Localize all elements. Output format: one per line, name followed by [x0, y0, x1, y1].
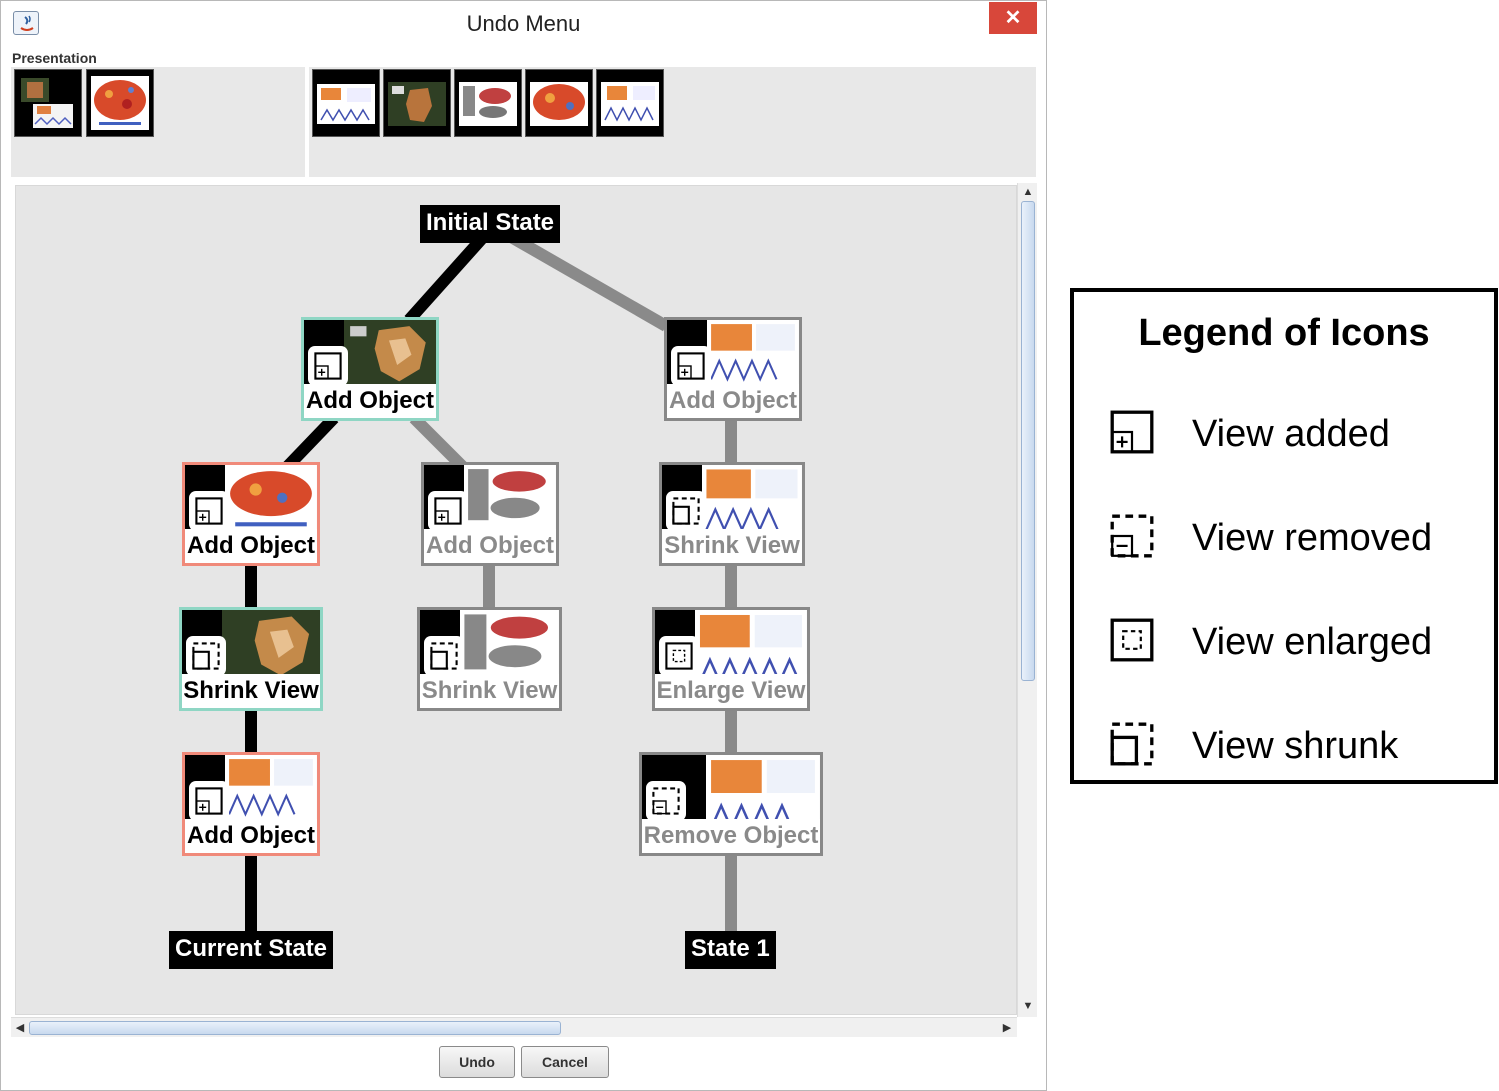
node-label: Shrink View: [182, 674, 320, 708]
node-thumbnail: [464, 465, 556, 531]
presentation-thumbnail[interactable]: [383, 69, 451, 137]
initial-state-node[interactable]: Initial State: [420, 205, 561, 243]
state-1-node[interactable]: State 1: [685, 931, 776, 969]
title-bar: Undo Menu ✕: [1, 1, 1046, 45]
presentation-thumbnail[interactable]: [596, 69, 664, 137]
view-enlarged-icon: [659, 636, 699, 676]
view-added-icon: [428, 491, 468, 531]
current-state-node[interactable]: Current State: [169, 931, 334, 969]
presentation-history-views: [309, 67, 1036, 177]
presentation-area: [11, 67, 1038, 179]
presentation-thumbnail[interactable]: [86, 69, 154, 137]
view-added-icon: [189, 781, 229, 821]
view-shrunk-icon: [1110, 722, 1154, 766]
scroll-right-icon[interactable]: ▶: [1002, 1022, 1012, 1034]
node-label: Remove Object: [642, 819, 820, 853]
tree-node-enlarge-view[interactable]: Enlarge View: [652, 607, 810, 711]
presentation-thumbnail[interactable]: [14, 69, 82, 137]
undo-tree-panel[interactable]: Initial State Add Object: [15, 185, 1017, 1015]
tree-node-add-object[interactable]: Add Object: [182, 752, 320, 856]
vertical-scrollbar[interactable]: ▲ ▼: [1017, 183, 1037, 1017]
tree-node-add-object[interactable]: Add Object: [421, 462, 559, 566]
presentation-thumbnail[interactable]: [454, 69, 522, 137]
presentation-current-views: [11, 67, 305, 177]
node-thumbnail: [225, 465, 317, 531]
view-removed-icon: [1110, 514, 1154, 558]
vertical-scroll-thumb[interactable]: [1021, 201, 1035, 681]
scroll-left-icon[interactable]: ◀: [15, 1022, 25, 1034]
node-thumbnail: [702, 465, 802, 537]
scroll-down-icon[interactable]: ▼: [1022, 1000, 1034, 1012]
undo-button[interactable]: Undo: [439, 1046, 515, 1078]
legend-label: View enlarged: [1192, 621, 1433, 663]
tree-node-shrink-view[interactable]: Shrink View: [659, 462, 805, 566]
horizontal-scrollbar[interactable]: ◀ ▶: [11, 1017, 1017, 1037]
node-label: Enlarge View: [655, 674, 807, 708]
close-button[interactable]: ✕: [989, 2, 1037, 34]
node-label: Add Object: [185, 819, 317, 853]
java-app-icon: [13, 11, 39, 35]
node-thumbnail: [460, 610, 559, 681]
presentation-thumbnail[interactable]: [525, 69, 593, 137]
presentation-label: Presentation: [12, 50, 97, 66]
tree-node-add-object[interactable]: Add Object: [301, 317, 439, 421]
node-label: Add Object: [424, 529, 556, 563]
tree-connections: [245, 228, 737, 934]
legend-label: View removed: [1192, 517, 1433, 559]
view-added-icon: [1110, 410, 1154, 454]
window-title: Undo Menu: [466, 11, 581, 36]
scroll-up-icon[interactable]: ▲: [1022, 186, 1034, 198]
node-label: Add Object: [667, 384, 799, 418]
presentation-thumbnail[interactable]: [312, 69, 380, 137]
view-added-icon: [671, 346, 711, 386]
view-enlarged-icon: [1110, 618, 1154, 662]
node-thumbnail: [225, 755, 317, 821]
view-shrunk-icon: [186, 636, 226, 676]
tree-node-remove-object[interactable]: Remove Object: [639, 752, 823, 856]
node-label: Add Object: [304, 384, 436, 418]
cancel-button[interactable]: Cancel: [521, 1046, 609, 1078]
view-removed-icon: [646, 781, 686, 821]
node-thumbnail: [344, 320, 436, 386]
view-added-icon: [308, 346, 348, 386]
node-label: Add Object: [185, 529, 317, 563]
node-thumbnail: [222, 610, 320, 680]
legend-label: View added: [1192, 413, 1390, 455]
tree-node-add-object[interactable]: Add Object: [182, 462, 320, 566]
node-label: Shrink View: [420, 674, 559, 708]
node-label: Shrink View: [662, 529, 802, 563]
view-shrunk-icon: [424, 636, 464, 676]
legend-title: Legend of Icons: [1138, 312, 1430, 354]
node-thumbnail: [707, 320, 799, 386]
view-shrunk-icon: [666, 491, 706, 531]
close-icon: ✕: [1004, 7, 1022, 29]
window-content: Presentation: [11, 45, 1038, 1078]
tree-node-shrink-view[interactable]: Shrink View: [417, 607, 562, 711]
tree-node-shrink-view[interactable]: Shrink View: [179, 607, 323, 711]
legend-label: View shrunk: [1192, 725, 1399, 767]
icon-legend: Legend of Icons View added View removed …: [1070, 288, 1498, 784]
tree-node-add-object[interactable]: Add Object: [664, 317, 802, 421]
undo-menu-window: Undo Menu ✕ Presentation: [0, 0, 1047, 1091]
horizontal-scroll-thumb[interactable]: [29, 1021, 561, 1035]
view-added-icon: [189, 491, 229, 531]
